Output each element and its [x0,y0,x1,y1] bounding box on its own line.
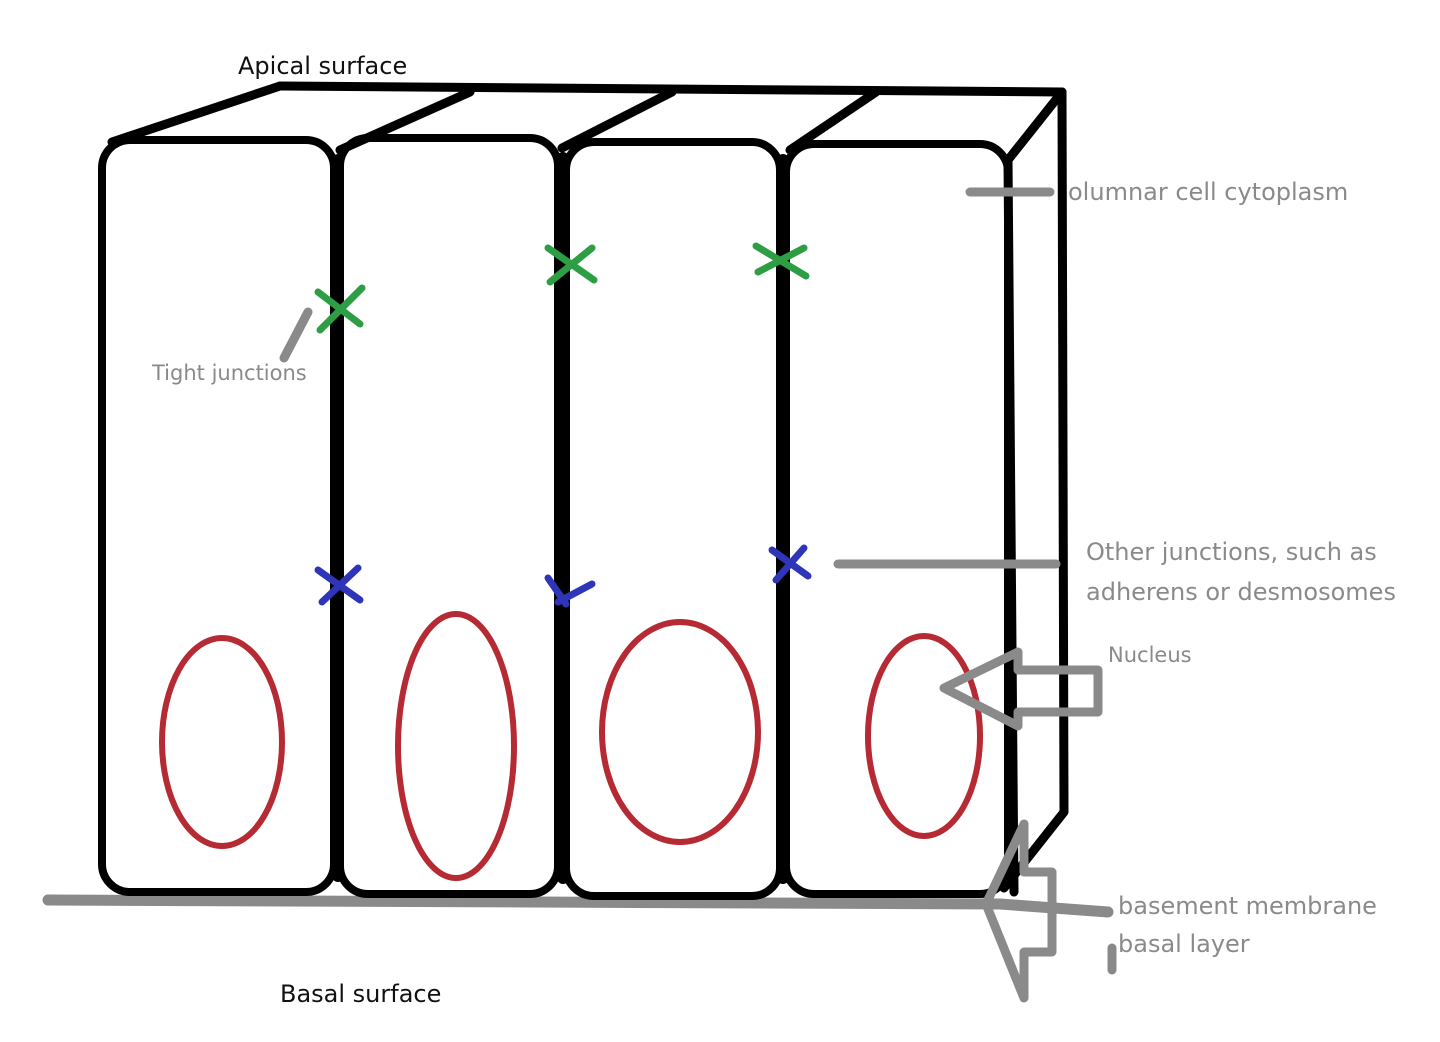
columnar-cell-2 [336,134,562,898]
nucleus-1 [159,635,285,849]
side-face [999,87,1069,897]
apical-surface-label: Apical surface [238,52,407,80]
nuclei [159,611,983,881]
other-junctions-label-line2: adherens or desmosomes [1086,578,1396,606]
nucleus-4 [865,633,983,839]
nucleus-label: Nucleus [1108,643,1192,667]
other-junction-1 [314,564,364,606]
nucleus-3 [599,619,761,845]
tight-junctions-label: Tight junctions [151,361,307,385]
tight-junction-3 [752,242,810,280]
tight-junction-marks [314,242,810,334]
basal-surface-label: Basal surface [280,980,441,1008]
tight-junction-leader [279,307,313,363]
top-front-slant-5 [1003,87,1067,165]
basement-membrane-label: basement membrane [1118,892,1377,920]
tight-junction-1 [314,284,366,334]
top-front-slant-3 [557,87,677,153]
apical-top-face [107,81,1067,165]
basement-arrow-icon [981,819,1057,1003]
top-front-slant-1 [107,81,285,147]
nucleus-arrow-icon [939,647,1103,731]
other-junction-2 [544,574,596,608]
basal-layer-label: basal layer [1118,930,1250,958]
columnar-cell-1 [98,136,338,896]
shared-membranes [332,152,789,884]
other-junctions-label-line1: Other junctions, such as [1086,538,1377,566]
basement-membrane-line [42,894,1114,918]
other-junction-3 [768,544,812,584]
leader-lines [279,187,1117,975]
cytoplasm-label: olumnar cell cytoplasm [1068,178,1348,206]
tight-junction-2 [544,244,598,286]
nucleus-2 [395,611,517,881]
top-front-slant-4 [785,87,881,155]
other-junction-marks [314,544,812,608]
